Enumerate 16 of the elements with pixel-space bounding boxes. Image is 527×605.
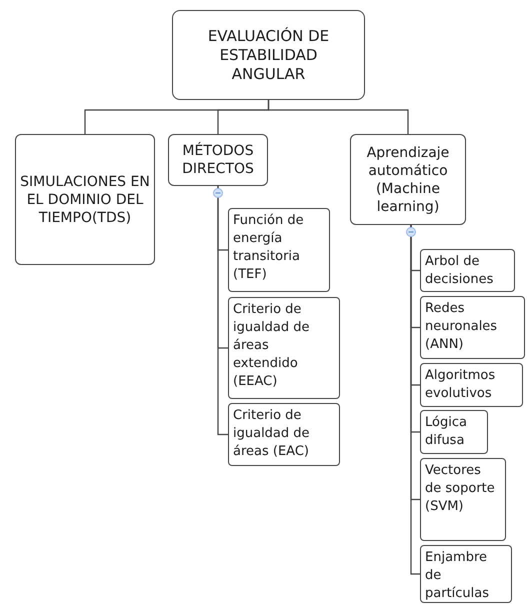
connector-line <box>268 100 409 134</box>
subtopic-box: Redes neuronales (ANN) <box>420 296 525 359</box>
subtopic-box: Algoritmos evolutivos <box>420 363 523 407</box>
subtopic-box: Arbol de decisiones <box>420 249 515 292</box>
topic-box: Aprendizaje automático (Machine learning) <box>350 134 466 225</box>
subtopic-box: Lógica difusa <box>420 410 488 454</box>
subtopic-box: Criterio de igualdad de áreas extendido (EEAC) <box>228 297 340 399</box>
topic-box: SIMULACIONES EN EL DOMINIO DEL TIEMPO(TDS) <box>15 134 155 265</box>
connector-line <box>410 225 420 575</box>
connector-line <box>217 186 228 436</box>
topic-box: MÉTODOS DIRECTOS <box>168 134 268 186</box>
subtopic-box: Vectores de soporte (SVM) <box>420 458 506 541</box>
topic-box: EVALUACIÓN DE ESTABILIDAD ANGULAR <box>172 10 365 100</box>
subtopic-box: Enjambre de partículas <box>420 545 512 603</box>
subtopic-box: Criterio de igualdad de áreas (EAC) <box>228 403 340 466</box>
subtopic-box: Función de energía transitoria (TEF) <box>228 208 330 292</box>
